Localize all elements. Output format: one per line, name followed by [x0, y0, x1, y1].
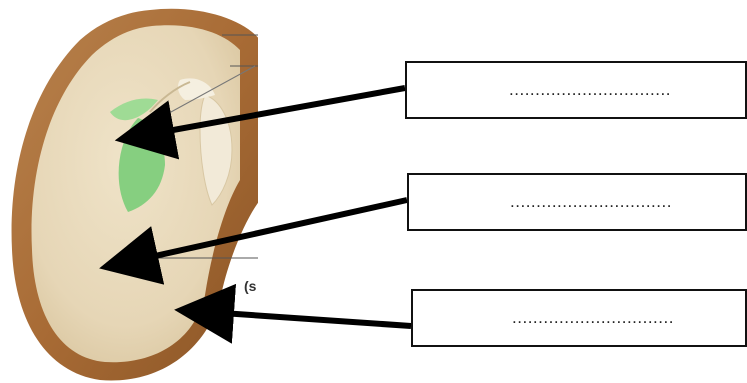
partial-caption-text: (s [244, 278, 257, 294]
arrow-to-seed-coat [174, 283, 412, 344]
label-blank-2: ............................... [510, 192, 672, 211]
arrow-to-plumule [114, 85, 406, 160]
label-box-cotyledon[interactable]: ............................... [407, 173, 747, 231]
label-blank-1: ............................... [509, 80, 671, 99]
label-blank-3: ............................... [512, 308, 674, 327]
label-box-seed-coat[interactable]: ............................... [411, 289, 747, 347]
label-box-plumule[interactable]: ............................... [405, 61, 747, 119]
arrow-to-cotyledon [99, 197, 408, 285]
